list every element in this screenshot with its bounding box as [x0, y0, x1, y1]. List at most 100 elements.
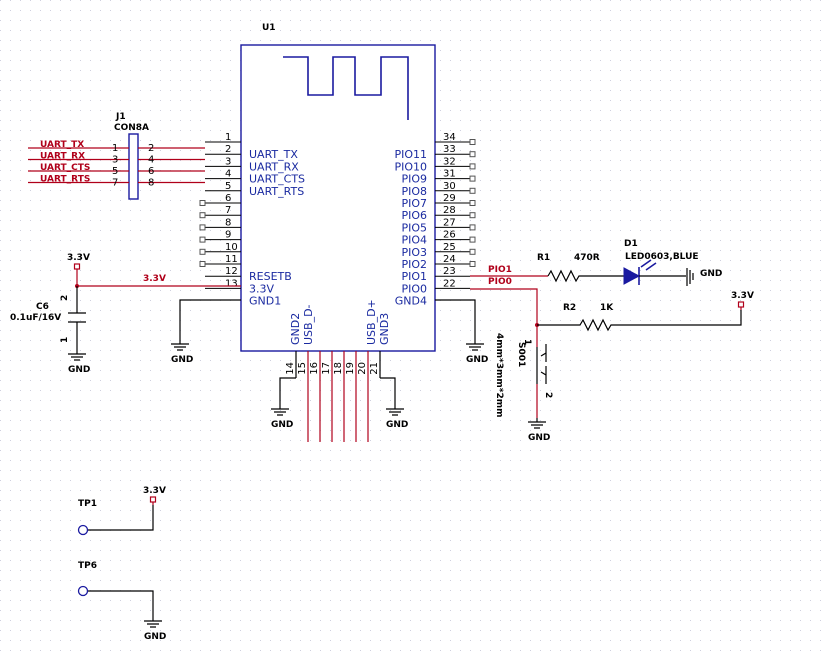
vcc-label: 3.3V: [67, 253, 90, 263]
pio0-wire: [470, 288, 538, 325]
u1-right-pin-name: PIO9: [401, 173, 427, 186]
u1-nc-pin: [199, 236, 206, 243]
u1-left-pin-name: UART_CTS: [249, 173, 305, 186]
u1-right-pin-name: PIO2: [401, 258, 427, 271]
u1-nc-pin: [199, 224, 206, 231]
u1-left-pin-num: 9: [225, 230, 231, 241]
u1-left-pin-num: 7: [225, 205, 231, 216]
u1-nc-pin: [469, 236, 476, 243]
r2-resistor[interactable]: R2 1K: [537, 303, 742, 332]
u1-bottom-pin-num: 20: [357, 362, 368, 375]
s001-ref: S001: [516, 342, 526, 367]
uart-net-label: UART_CTS: [40, 163, 90, 173]
vcc-net-label: 3.3V: [143, 274, 166, 284]
c6-ref: C6: [36, 302, 49, 312]
u1-left-pin-num: 13: [225, 278, 238, 289]
u1-nc-pin: [199, 248, 206, 255]
u1-pin-name-gnd2: GND2: [289, 313, 302, 345]
tp6-testpoint[interactable]: TP6: [77, 561, 154, 617]
u1-bottom-pin-num: 16: [309, 362, 320, 375]
u1-right-pin-name: GND4: [395, 295, 427, 308]
s001-pin-top: 1: [522, 339, 532, 345]
gnd-icon: [144, 617, 162, 628]
u1-nc-pin: [469, 139, 476, 145]
u1-left-pin-name: 3.3V: [249, 282, 274, 295]
u1-right-pin-num: 26: [443, 230, 456, 241]
gnd-icon: [271, 405, 289, 416]
j1-pin-left: 5: [112, 166, 118, 177]
uart-net-label: UART_RTS: [40, 175, 90, 185]
uart-net-label: UART_RX: [40, 152, 85, 162]
tp1-circle-icon: [77, 524, 89, 536]
u1-nc-pin: [469, 212, 476, 219]
vcc-label: 3.3V: [731, 291, 754, 301]
u1-right-pin-name: PIO8: [401, 185, 427, 198]
u1-pin-name-usb-dm: USB_D-: [302, 304, 315, 345]
u1-right-pin-num: 23: [443, 266, 456, 277]
gnd-label: GND: [171, 355, 193, 365]
j1-body: [128, 133, 139, 200]
u1-left-pin-num: 2: [225, 144, 231, 155]
pio1-net-label: PIO1: [488, 265, 512, 275]
u1-nc-pin: [469, 200, 476, 206]
u1-right-pin-name: PIO6: [401, 209, 427, 222]
r2-value: 1K: [600, 303, 614, 313]
u1-right-pin-num: 22: [443, 278, 456, 289]
j1-pin-left: 7: [112, 178, 118, 189]
gnd-icon: [386, 405, 404, 416]
j1-pin-right: 6: [148, 166, 154, 177]
u1-pin-name-gnd3: GND3: [378, 313, 391, 345]
tp6-ref: TP6: [78, 561, 97, 571]
c6-capacitor[interactable]: 3.3V 2 1 C6 0.1uF/16V: [10, 272, 241, 350]
u1-right-pin-num: 24: [443, 254, 456, 265]
u1-right-pin-name: PIO0: [401, 282, 427, 295]
u1-ref: U1: [262, 23, 276, 33]
u1-pin-name-usb-dp: USB_D+: [365, 299, 378, 345]
pio0-net-label: PIO0: [488, 277, 512, 287]
r1-resistor[interactable]: R1 470R PIO1: [470, 253, 624, 283]
tp1-wire: [88, 505, 154, 531]
u1-left-pin-num: 6: [225, 193, 231, 204]
c6-symbol: [68, 286, 86, 350]
s001-switch[interactable]: PIO0 1 2 S001 4mm*3mm*2mm: [470, 277, 553, 418]
s001-value: 4mm*3mm*2mm: [494, 333, 504, 417]
vcc-icon: [149, 496, 157, 503]
j1-pin-left: 1: [112, 143, 118, 154]
u1-right-pin-name: PIO5: [401, 221, 427, 234]
u1-left-pin-num: 8: [225, 217, 231, 228]
gnd2-wire: [279, 377, 296, 405]
u1-bottom-pin-num: 19: [345, 362, 356, 375]
gnd-label: GND: [271, 420, 293, 430]
j1-pin-left: 3: [112, 155, 118, 166]
j1-ref: J1: [115, 112, 126, 122]
u1-nc-pin: [469, 224, 476, 231]
u1-right-pin-num: 32: [443, 156, 456, 167]
s001-pin-bottom: 2: [543, 392, 553, 398]
gnd-icon: [466, 340, 484, 351]
vcc-icon: [73, 263, 81, 270]
tp1-testpoint[interactable]: TP1: [77, 499, 154, 536]
u1-right-pin-name: PIO11: [394, 148, 427, 161]
u1-nc-pin: [199, 200, 206, 206]
u1-right-pin-num: 30: [443, 181, 456, 192]
u1-right-pin-num: 29: [443, 193, 456, 204]
u1-bottom-pin-num: 17: [321, 362, 332, 375]
uart-net-label: UART_TX: [40, 140, 84, 150]
u1-nc-pin: [469, 187, 476, 194]
gnd-icon: [171, 340, 189, 351]
r1-symbol: [547, 269, 624, 283]
u1-bottom-pin-num: 21: [369, 362, 380, 375]
u1-bottom-pin-num: 18: [333, 362, 344, 375]
d1-value: LED0603,BLUE: [625, 252, 699, 262]
u1-right-pin-num: 25: [443, 242, 456, 253]
d1-led[interactable]: D1 LED0603,BLUE GND: [623, 239, 722, 286]
d1-gnd-label: GND: [700, 269, 722, 279]
vcc-label: 3.3V: [143, 486, 166, 496]
u1-left-pin-num: 3: [225, 156, 231, 167]
u1-right-pin-name: PIO3: [401, 246, 427, 259]
switch-icon: [536, 344, 547, 384]
